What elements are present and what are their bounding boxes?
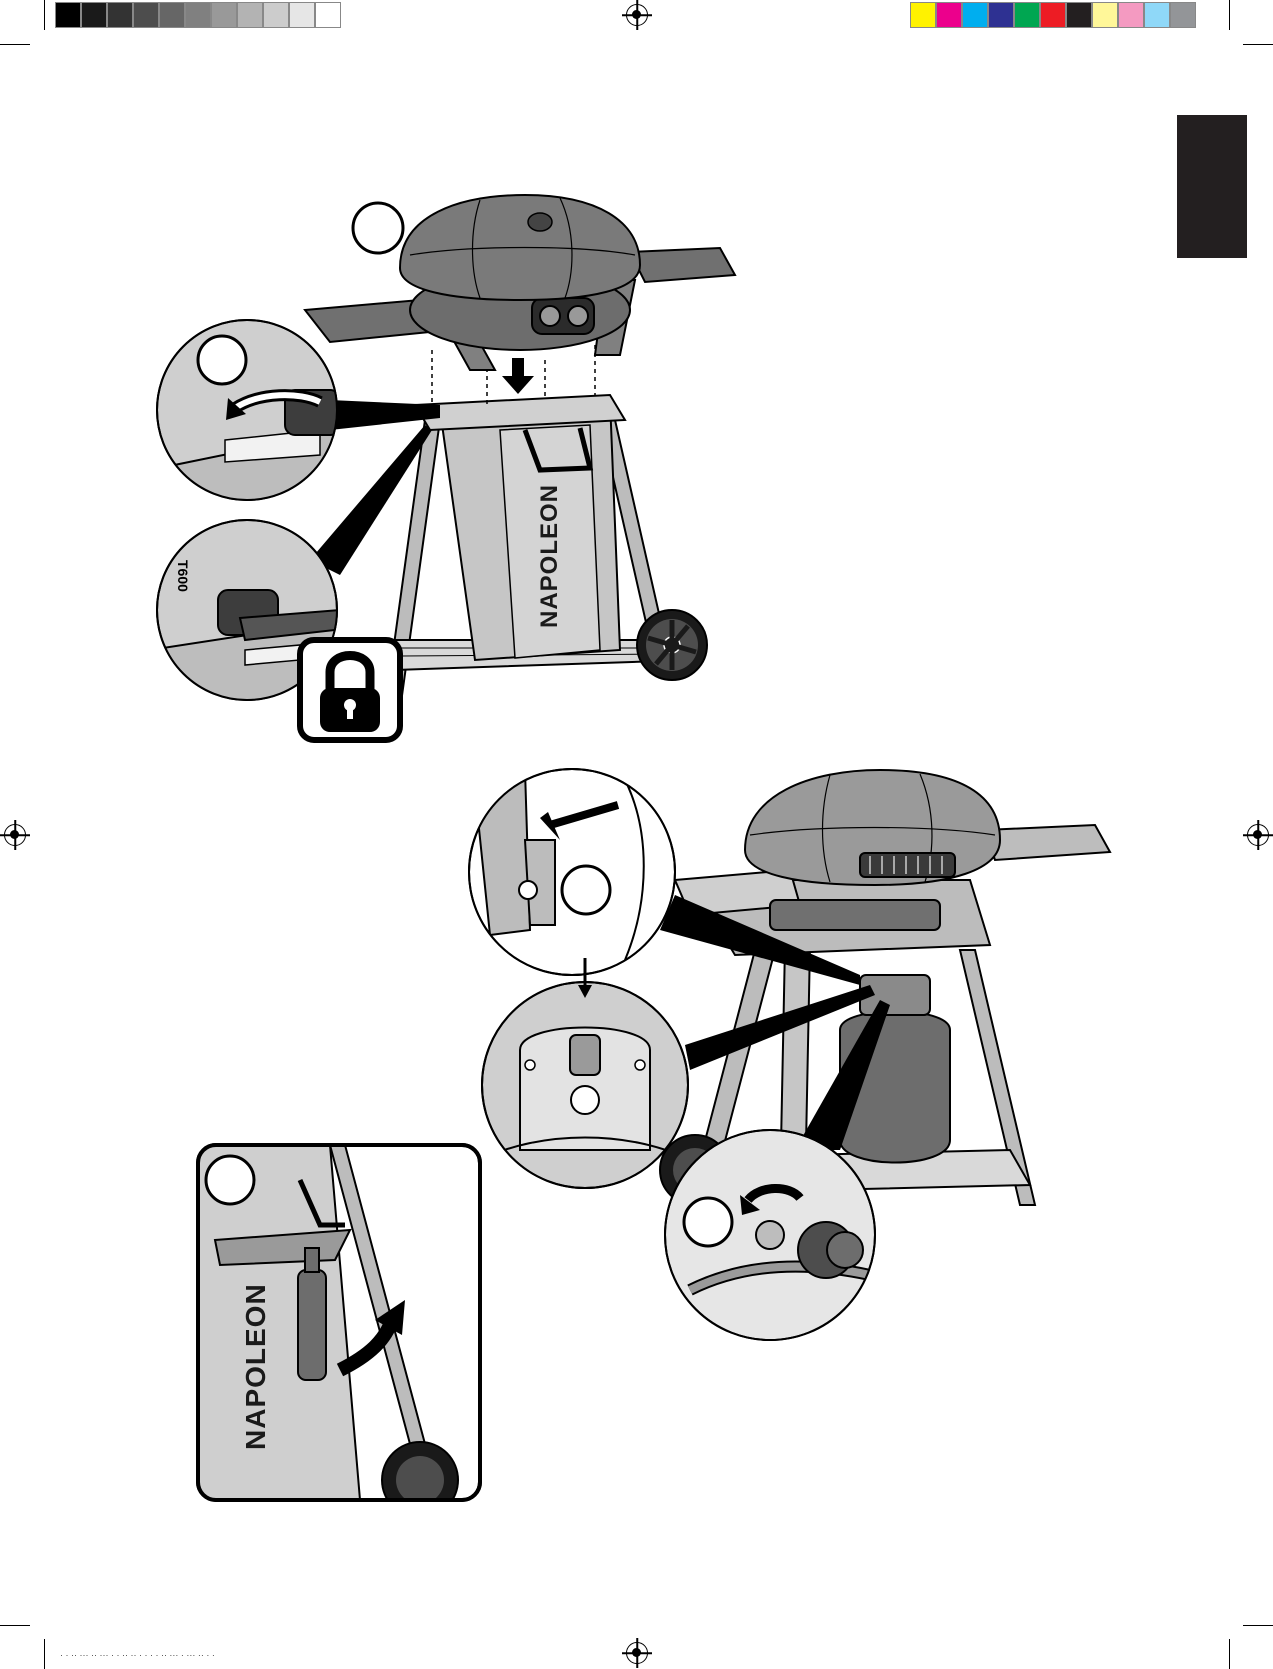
print-slug: · · ·· ··· ·· ··· · · ·· ·· · · · · ·· ·… <box>60 1650 215 1660</box>
arrow-icon <box>502 358 534 394</box>
latch-detail-open <box>150 320 345 520</box>
bottle-opener-detail: NAPOLEON <box>198 1145 480 1518</box>
part-code-label: T600 <box>175 560 191 592</box>
lock-icon <box>300 640 400 740</box>
tank-valve-detail <box>480 958 690 1188</box>
bottle-brand-label: NAPOLEON <box>240 1283 271 1450</box>
step-callout <box>353 203 403 253</box>
cart-brand-label: NAPOLEON <box>536 484 563 628</box>
regulator-detail <box>665 1130 875 1340</box>
cart-wheel <box>637 610 707 680</box>
tank-bracket-detail <box>469 769 675 975</box>
cart-assembly-figure: NAPOLEON <box>150 195 735 740</box>
tank-installation-figure <box>469 769 1110 1340</box>
